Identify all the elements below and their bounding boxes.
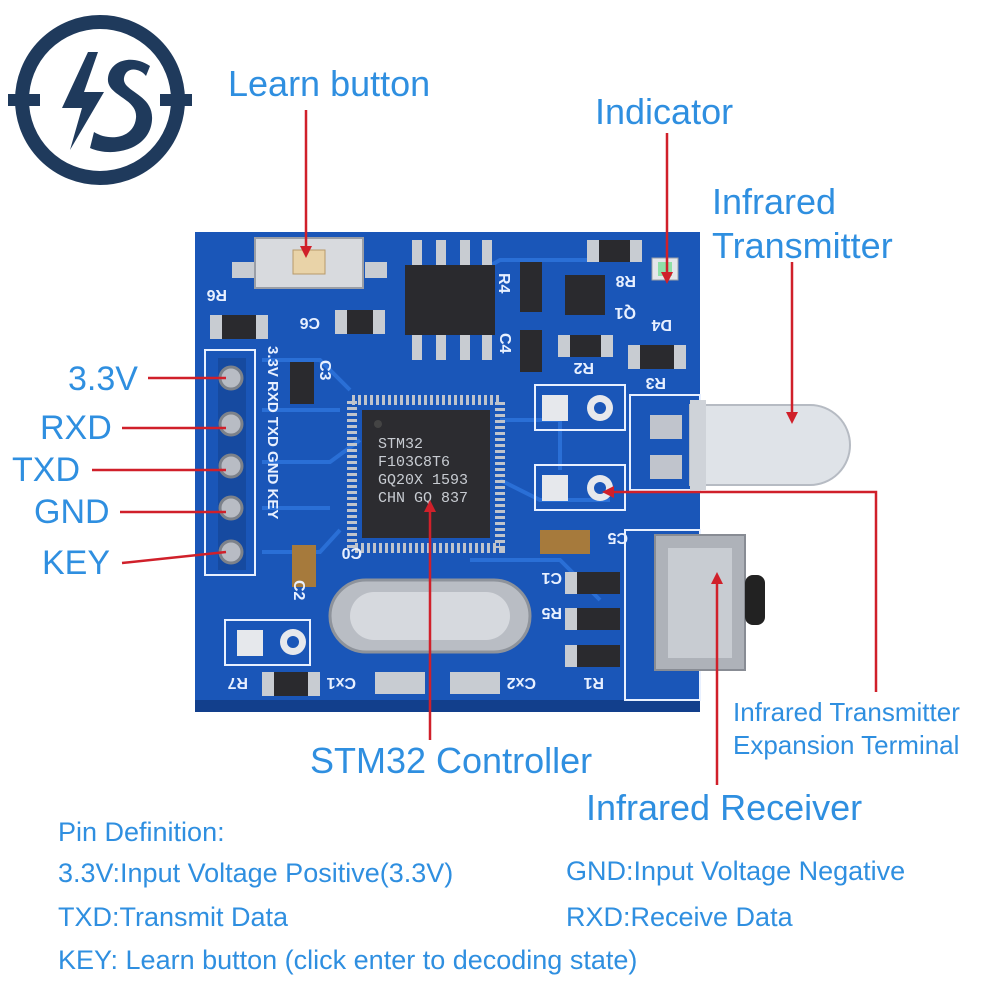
silk-r7: R7 — [227, 674, 248, 691]
pointer-lines — [92, 110, 878, 785]
silk-c1: C1 — [541, 569, 562, 586]
silk-c6: C6 — [299, 314, 320, 331]
silk-cx1: Cx1 — [327, 674, 356, 691]
silk-d4: D4 — [651, 316, 672, 333]
pin-definition-gnd: GND:Input Voltage Negative — [566, 856, 906, 886]
label-pin-gnd: GND — [34, 493, 110, 531]
label-learn-button: Learn button — [228, 63, 431, 104]
label-indicator: Indicator — [595, 91, 734, 132]
label-ir-transmitter-line2: Transmitter — [712, 225, 893, 266]
chip-line-2: F103C8T6 — [378, 454, 450, 471]
label-pin-rxd: RXD — [40, 409, 112, 447]
chip-line-3: GQ20X 1593 — [378, 472, 468, 489]
silkscreen-labels: R6 C6 R4 R8 Q1 D4 C4 R2 R3 C3 C5 C0 C1 R… — [206, 272, 672, 691]
silk-r1: R1 — [583, 674, 604, 691]
silk-c5: C5 — [607, 529, 628, 546]
label-ir-expansion-line2: Expansion Terminal — [733, 730, 960, 760]
ir-transmitter-led — [650, 400, 851, 490]
silk-r5: R5 — [541, 604, 562, 621]
label-stm32-controller: STM32 Controller — [310, 740, 593, 781]
brand-logo-icon — [8, 15, 192, 185]
silk-r6: R6 — [206, 286, 227, 303]
ir-receiver-module — [654, 534, 765, 671]
label-pin-33v: 3.3V — [68, 360, 138, 398]
silk-q1: Q1 — [615, 304, 636, 321]
eeprom-chip — [405, 240, 495, 360]
silk-c2: C2 — [290, 580, 307, 601]
learn-push-button — [232, 237, 387, 289]
silk-r3: R3 — [645, 374, 666, 391]
pin-definition-heading: Pin Definition: — [58, 817, 225, 847]
label-ir-receiver: Infrared Receiver — [586, 787, 863, 828]
pin-header — [218, 358, 246, 570]
label-pin-txd: TXD — [12, 451, 80, 489]
pin-definition-rxd: RXD:Receive Data — [566, 902, 793, 932]
pin-definition-key: KEY: Learn button (click enter to decodi… — [58, 945, 638, 975]
silk-r2: R2 — [573, 359, 594, 376]
pin-definition-33v: 3.3V:Input Voltage Positive(3.3V) — [58, 858, 454, 888]
label-ir-transmitter-line1: Infrared — [712, 181, 837, 222]
stm32-chip: STM32 F103C8T6 GQ20X 1593 CHN GQ 837 — [347, 395, 505, 553]
silk-c3: C3 — [316, 360, 333, 381]
expansion-pads — [237, 395, 613, 656]
chip-line-4: CHN GQ 837 — [378, 490, 468, 507]
chip-line-1: STM32 — [378, 436, 423, 453]
smd-components — [210, 240, 686, 696]
label-pin-key: KEY — [42, 544, 111, 582]
silk-r4: R4 — [495, 273, 512, 294]
silk-c0: C0 — [341, 544, 362, 561]
silk-cx2: Cx2 — [507, 674, 536, 691]
silk-r8: R8 — [615, 272, 636, 289]
pin-definition-txd: TXD:Transmit Data — [58, 902, 289, 932]
silk-c4: C4 — [496, 333, 513, 354]
label-ir-expansion-line1: Infrared Transmitter — [733, 697, 960, 727]
pointer-arrowheads — [300, 246, 798, 584]
silk-pins: 3.3V RXD TXD GND KEY — [264, 346, 281, 519]
